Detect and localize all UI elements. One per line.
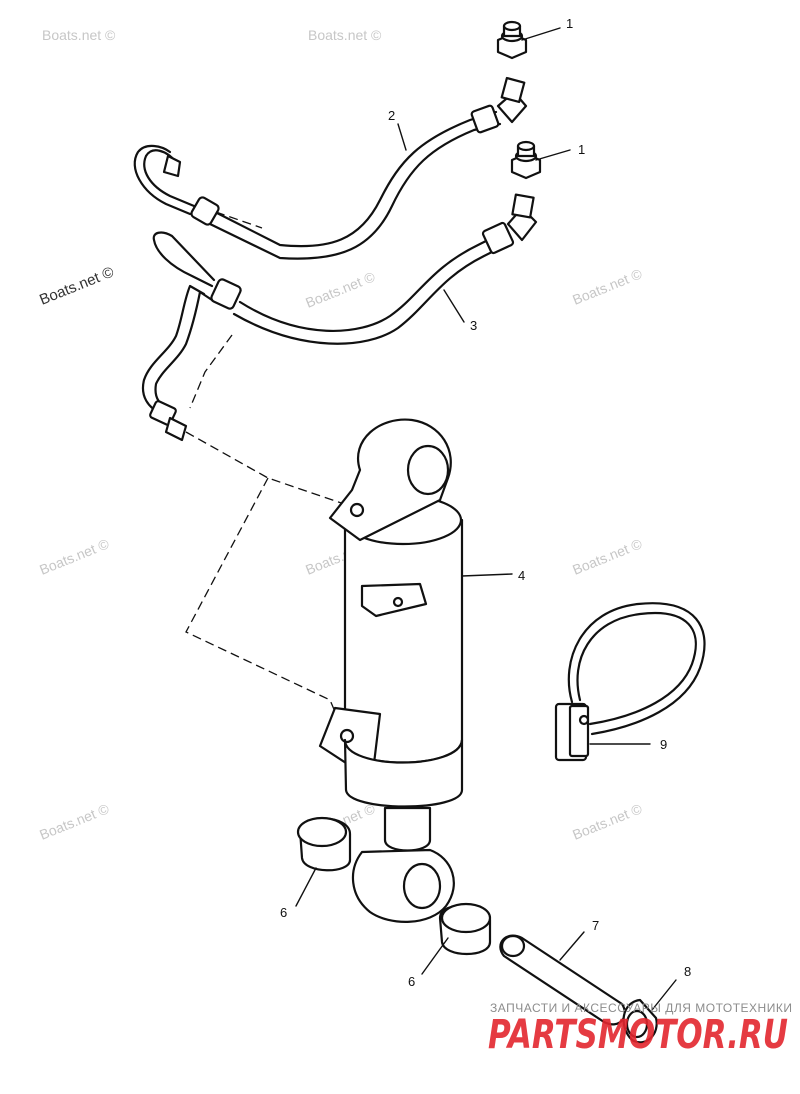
- fitting-plug-second: [510, 140, 542, 180]
- callout-8: 8: [684, 964, 691, 979]
- watermark: Boats.net ©: [42, 27, 116, 43]
- callout-3: 3: [470, 318, 477, 333]
- callout-4: 4: [518, 568, 525, 583]
- watermark: Boats.net ©: [37, 800, 112, 843]
- callout-1a: 1: [566, 16, 573, 31]
- circlip: [622, 998, 658, 1044]
- hydraulic-hose-2: [133, 76, 528, 260]
- bushing-right: [438, 902, 492, 955]
- footer-watermark: ЗАПЧАСТИ И АКСЕССУАРЫ ДЛЯ МОТОТЕХНИКИ PA…: [488, 1001, 792, 1058]
- callout-6a: 6: [280, 905, 287, 920]
- metal-tube-line: [141, 231, 216, 442]
- watermark: Boats.net ©: [570, 535, 645, 578]
- watermark: Boats.net ©: [570, 265, 645, 308]
- callout-7: 7: [592, 918, 599, 933]
- fitting-plug-top: [496, 20, 528, 60]
- hydraulic-cylinder: [318, 418, 464, 923]
- watermark: Boats.net ©: [308, 27, 382, 43]
- cable-tie: [554, 602, 706, 762]
- assembly-guide-lines: [185, 211, 351, 729]
- callout-1b: 1: [578, 142, 585, 157]
- footer-subtitle: ЗАПЧАСТИ И АКСЕССУАРЫ ДЛЯ МОТОТЕХНИКИ: [490, 1001, 792, 1015]
- leader-lines: [295, 27, 677, 1011]
- watermark: Boats.net ©: [303, 268, 378, 311]
- callout-9: 9: [660, 737, 667, 752]
- watermark: Boats.net ©: [37, 535, 112, 578]
- callout-6b: 6: [408, 974, 415, 989]
- watermark: Boats.net ©: [570, 800, 645, 843]
- hydraulic-hose-3: [210, 193, 538, 345]
- callout-numbers: 1 1 2 3 4 6 6 7 8 9: [280, 16, 691, 989]
- callout-2: 2: [388, 108, 395, 123]
- pivot-pin: [499, 934, 626, 1026]
- bushing-left: [296, 816, 352, 872]
- watermark: Boats.net ©: [37, 263, 116, 308]
- footer-brand: PARTSMOTOR.RU: [488, 1012, 788, 1058]
